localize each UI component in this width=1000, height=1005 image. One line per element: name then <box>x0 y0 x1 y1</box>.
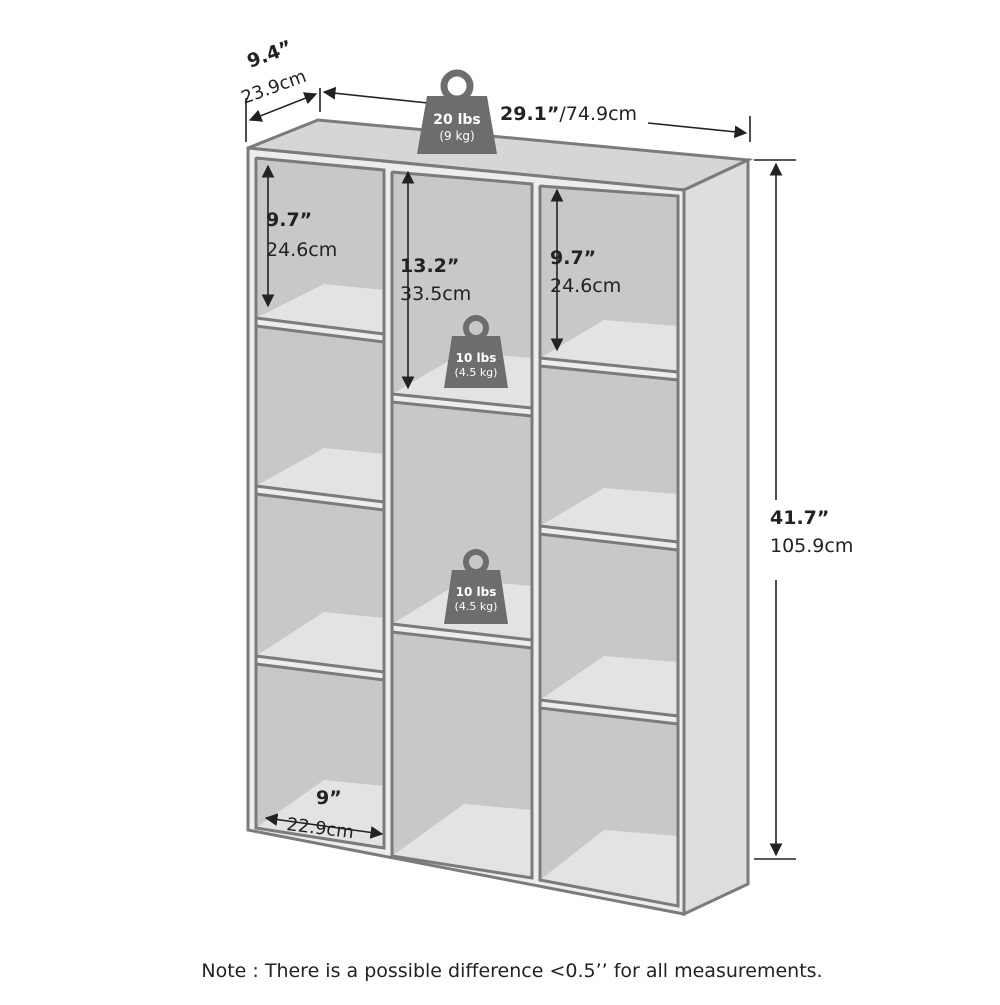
width-arrow-left <box>322 86 429 104</box>
center-cube-in-label: 13.2” <box>400 255 459 277</box>
weight-top-lbs: 20 lbs <box>433 112 481 128</box>
cube-right-1-shelf <box>540 320 678 372</box>
weight-shelf-lower-kg: (4.5 kg) <box>455 600 498 613</box>
depth-arrow <box>248 92 318 122</box>
measurement-note: Note : There is a possible difference <0… <box>201 960 822 982</box>
width-arrow-right <box>647 122 748 139</box>
depth-cm-label: 23.9cm <box>239 66 310 109</box>
weight-shelf-lower-body <box>444 570 508 624</box>
weight-shelf-lower: 10 lbs (4.5 kg) <box>444 549 508 624</box>
weight-shelf-lower-lbs: 10 lbs <box>456 585 497 599</box>
width-cm-label: 74.9cm <box>566 103 637 125</box>
dimension-lines <box>245 86 796 860</box>
height-cm-label: 105.9cm <box>770 535 853 557</box>
left-cube-cm-label: 24.6cm <box>266 239 337 261</box>
weight-shelf-upper-body <box>444 336 508 388</box>
cube-outlines <box>254 156 680 908</box>
cube-width-in-label: 9” <box>316 787 342 809</box>
center-cube-cm-label: 33.5cm <box>400 283 471 305</box>
depth-in-label: 9.4” <box>244 36 295 72</box>
cube-width-arrow <box>264 813 384 839</box>
cube-right-3-shelf <box>540 656 678 716</box>
weight-top-kg: (9 kg) <box>439 129 474 143</box>
cube-right-4-shelf <box>540 830 678 906</box>
bookcase-side-panel <box>682 157 750 917</box>
weight-icon <box>440 69 474 103</box>
weight-top: 20 lbs (9 kg) <box>417 69 497 154</box>
right-cube-cm-label: 24.6cm <box>550 275 621 297</box>
weight-shelf-upper: 10 lbs (4.5 kg) <box>444 315 508 388</box>
cube-left-3-shelf <box>256 612 384 672</box>
weight-top-body <box>417 96 497 154</box>
weight-shelf-upper-lbs: 10 lbs <box>456 351 497 365</box>
left-cube-in-label: 9.7” <box>266 209 312 231</box>
width-sep: / <box>559 103 566 125</box>
weight-shelf-upper-kg: (4.5 kg) <box>455 366 498 379</box>
right-cube-in-label: 9.7” <box>550 247 596 269</box>
width-in-label: 29.1” <box>500 103 559 125</box>
height-in-label: 41.7” <box>770 507 829 529</box>
cube-center-3-shelf <box>392 804 532 878</box>
center-column <box>391 170 533 880</box>
width-label: 29.1”/74.9cm <box>500 103 637 125</box>
